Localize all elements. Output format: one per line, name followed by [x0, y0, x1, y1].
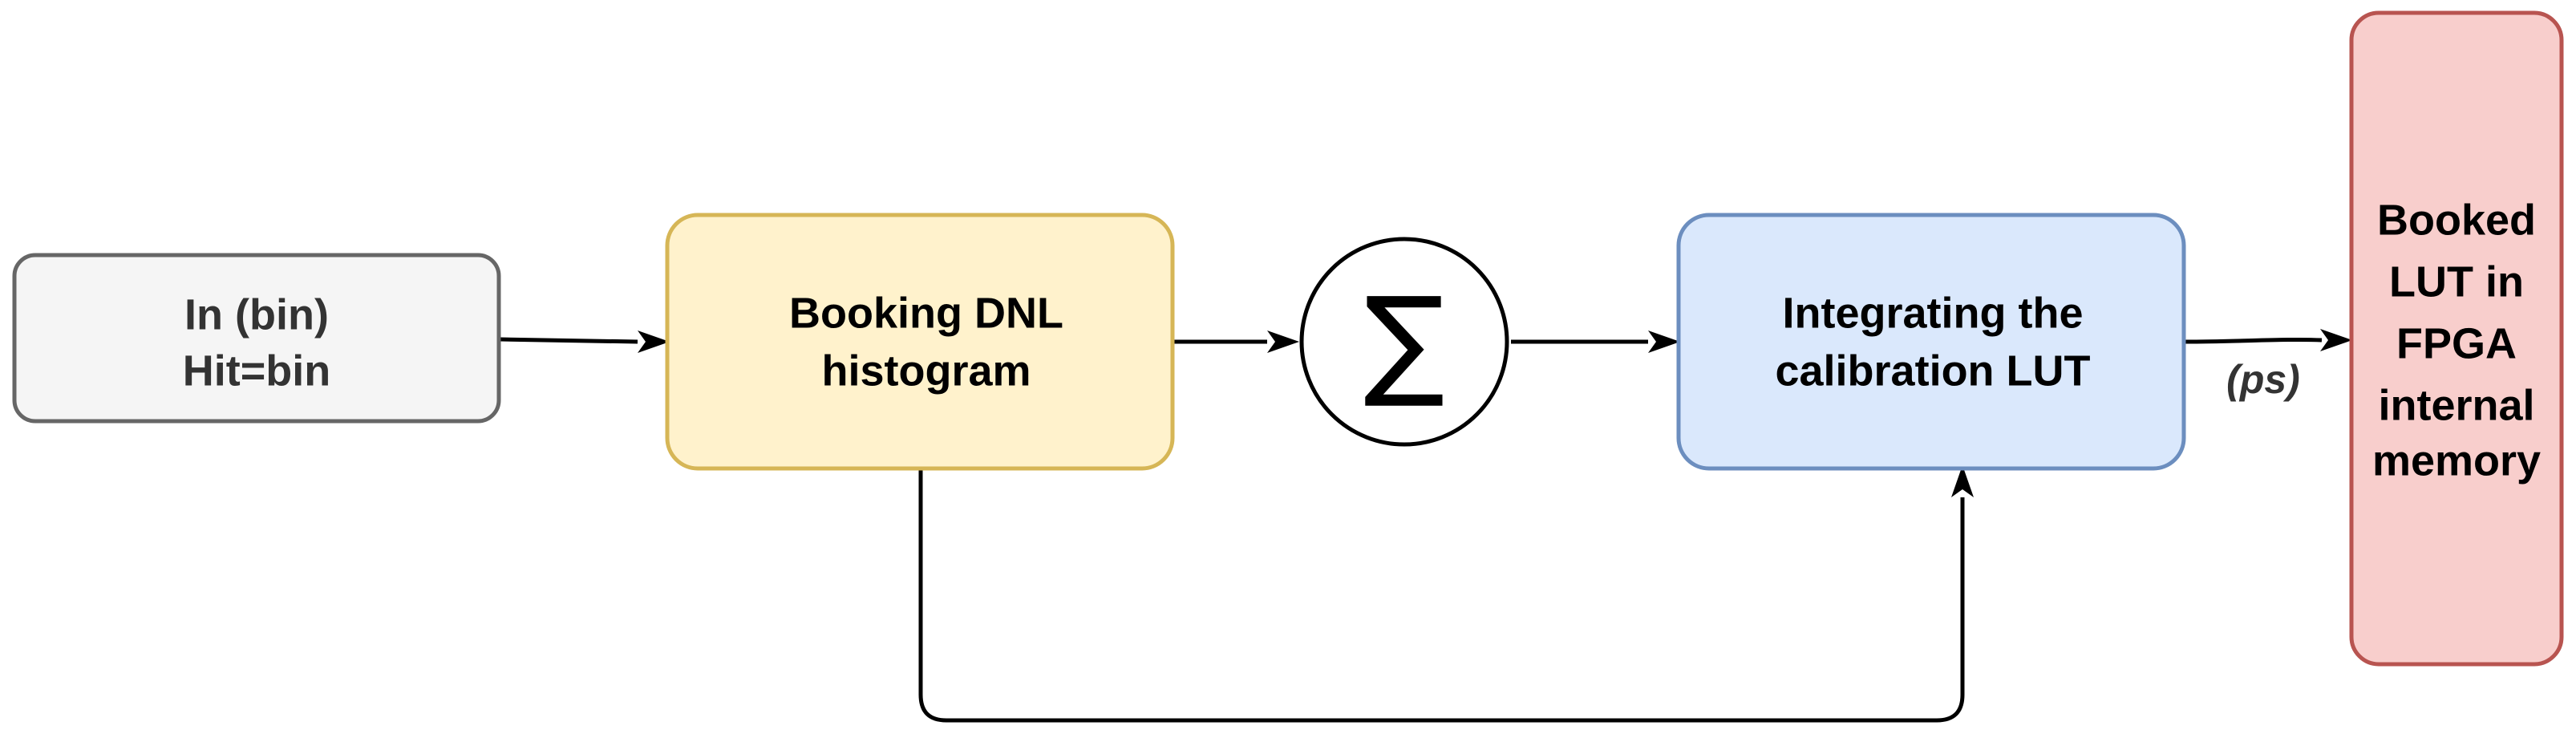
- integrating-label-line-1: Integrating the: [1783, 289, 2084, 337]
- integrating-label-line-2: calibration LUT: [1775, 347, 2090, 395]
- connectors: [500, 329, 2352, 723]
- arrow-sum-to-integrating: [1511, 330, 1680, 353]
- input-label-line-1: In (bin): [184, 290, 329, 339]
- arrow-input-to-booking: [500, 330, 670, 353]
- booking-node: Booking DNL histogram: [665, 213, 1175, 471]
- arrow-integrating-to-memory: [2185, 329, 2352, 351]
- input-box: [12, 253, 501, 424]
- input-node: In (bin) Hit=bin: [12, 253, 501, 424]
- integrating-node: Integrating the calibration LUT: [1676, 213, 2186, 471]
- sum-node: ∑: [1299, 237, 1509, 447]
- memory-label-line-1: Booked: [2377, 196, 2536, 244]
- memory-label-line-2: LUT in: [2389, 257, 2524, 306]
- arrow-booking-to-integrating-feedback: [918, 465, 1974, 723]
- memory-label-line-4: internal: [2378, 381, 2534, 429]
- input-label-line-2: Hit=bin: [183, 347, 331, 395]
- memory-label-line-3: FPGA: [2396, 319, 2517, 367]
- sigma-symbol: ∑: [1363, 272, 1444, 412]
- memory-box: [2349, 10, 2564, 667]
- booking-box: [665, 213, 1175, 471]
- arrow-booking-to-sum: [1173, 330, 1299, 353]
- memory-node: Booked LUT in FPGA internal memory: [2349, 10, 2564, 667]
- integrating-box: [1676, 213, 2186, 471]
- sum-circle: [1299, 237, 1509, 447]
- output-unit-label: (ps): [2226, 357, 2300, 402]
- booking-label-line-2: histogram: [821, 347, 1031, 395]
- memory-label-line-5: memory: [2372, 436, 2541, 485]
- booking-label-line-1: Booking DNL: [789, 289, 1063, 337]
